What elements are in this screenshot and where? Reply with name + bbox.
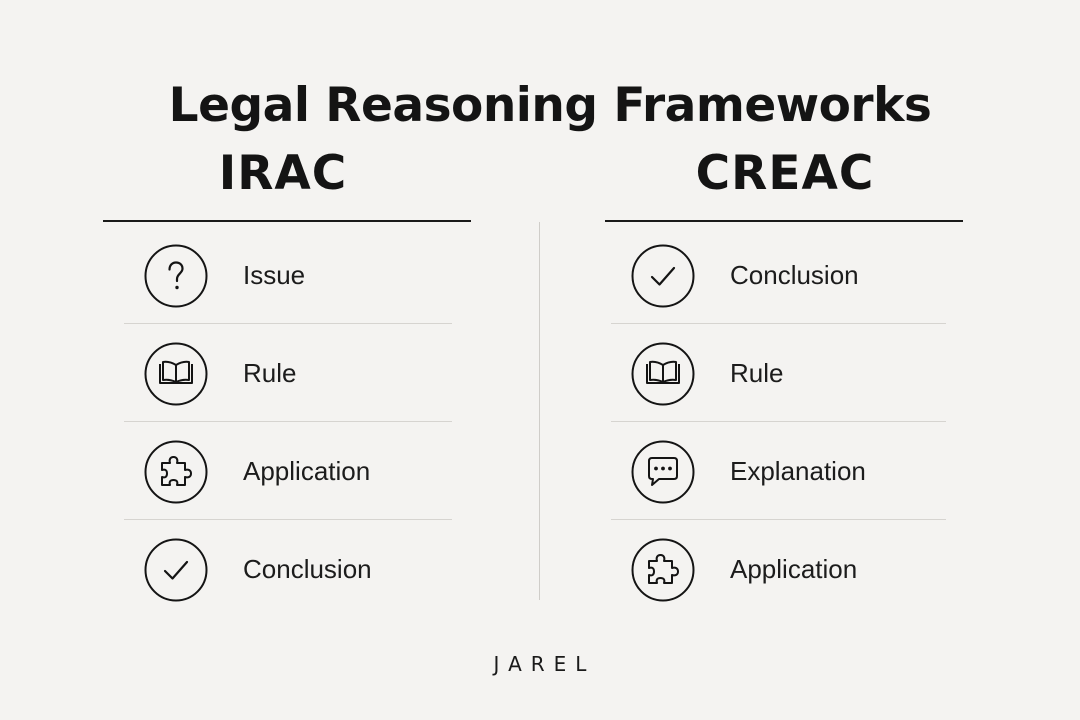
- checkmark-icon: [144, 538, 208, 602]
- irac-step-label: Application: [243, 456, 371, 486]
- creac-step-label: Explanation: [730, 456, 866, 486]
- creac-step-label: Rule: [730, 358, 784, 388]
- checkmark-icon: [631, 244, 695, 308]
- brand-wordmark: JAREL: [493, 652, 596, 676]
- creac-step-label: Conclusion: [730, 260, 859, 290]
- irac-title-rule: [103, 220, 471, 222]
- creac-step-label: Application: [730, 554, 858, 584]
- irac-step-rule: Rule: [124, 324, 452, 422]
- irac-step-issue: Issue: [124, 226, 452, 324]
- creac-step-application: Application: [611, 520, 946, 618]
- creac-title: CREAC: [695, 146, 875, 201]
- open-book-icon: [631, 342, 695, 406]
- irac-step-conclusion: Conclusion: [124, 520, 452, 618]
- question-mark-icon: [144, 244, 208, 308]
- creac-title-rule: [605, 220, 963, 222]
- irac-step-label: Rule: [243, 358, 297, 388]
- creac-steps: Conclusion Rule Explanation: [611, 226, 946, 618]
- irac-title: IRAC: [218, 146, 348, 201]
- irac-steps: Issue Rule Application Conclusion: [124, 226, 452, 618]
- creac-step-rule: Rule: [611, 324, 946, 422]
- center-divider: [539, 222, 540, 600]
- creac-column: CREAC Conclusion Rule: [605, 140, 965, 602]
- creac-step-conclusion: Conclusion: [611, 226, 946, 324]
- creac-step-explanation: Explanation: [611, 422, 946, 520]
- page-title: Legal Reasoning Frameworks: [168, 78, 932, 134]
- speech-bubble-icon: [631, 440, 695, 504]
- puzzle-piece-icon: [144, 440, 208, 504]
- irac-column: IRAC Issue Rule Application: [103, 140, 471, 602]
- irac-step-application: Application: [124, 422, 452, 520]
- irac-step-label: Issue: [243, 260, 306, 290]
- open-book-icon: [144, 342, 208, 406]
- irac-step-label: Conclusion: [243, 554, 372, 584]
- puzzle-piece-icon: [631, 538, 695, 602]
